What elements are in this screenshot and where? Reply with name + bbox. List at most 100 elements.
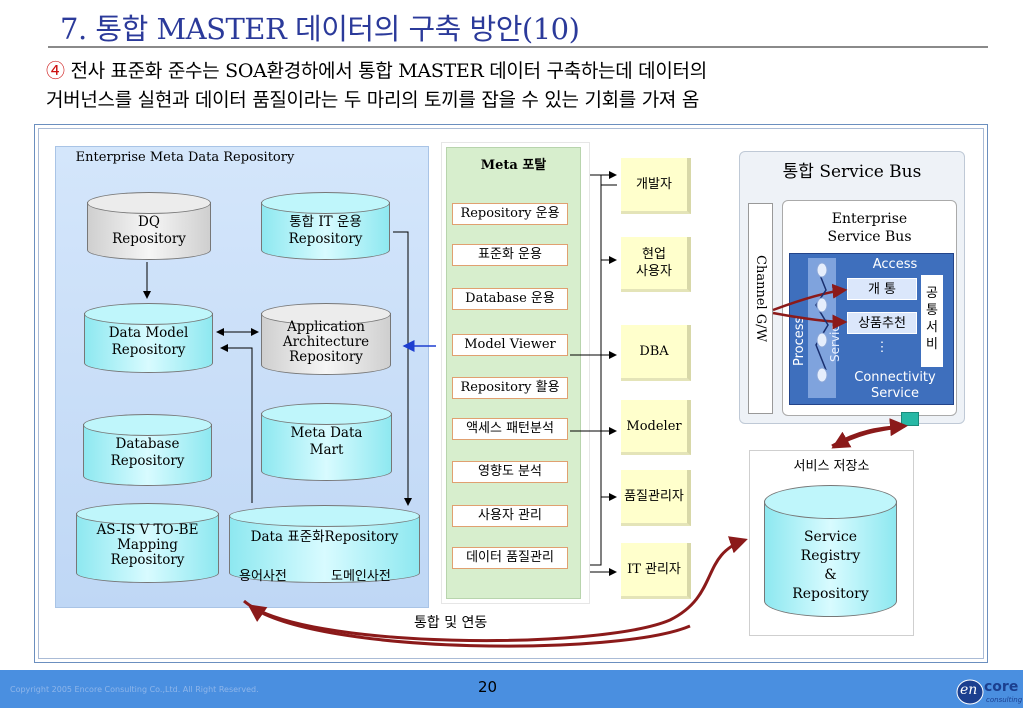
user-note-it-manager: IT 관리자 (621, 543, 691, 599)
term-dictionary-label: 용어사전 (239, 569, 287, 584)
registry-label-2: Registry (800, 548, 861, 564)
gateway-to-activation-arrow (772, 283, 848, 312)
std-to-model-arrow (220, 344, 253, 503)
user-note-dba: DBA (621, 325, 691, 381)
developer-label: 개발자 (636, 177, 672, 192)
channel-gateway-label: Channel G/W (753, 255, 768, 342)
subtitle-line-1: 전사 표준화 준수는 SOA환경하에서 통합 MASTER 데이터 구축하는데 … (64, 60, 707, 82)
quality-manager-label: 품질관리자 (624, 489, 684, 504)
encore-logo: en core consulting (956, 677, 1022, 707)
portal-menu-model-viewer[interactable]: Model Viewer (452, 334, 568, 356)
esb-title-2: Service Bus (827, 229, 912, 245)
logo-core: core (984, 679, 1019, 695)
registry-label-4: Repository (792, 586, 869, 602)
data-standardization-repository-cylinder: Data 표준화Repository 용어사전 도메인사전 (229, 505, 420, 584)
dq-label-2: Repository (112, 231, 186, 247)
common-char-2: 통 (926, 303, 938, 318)
portal-menu-repository-use[interactable]: Repository 활용 (452, 377, 568, 399)
registry-label-3: & (824, 567, 837, 583)
app-arch-label-1: Application (287, 319, 365, 335)
portal-menu-standardization-ops[interactable]: 표준화 운용 (452, 244, 568, 266)
common-service-box: 공 통 서 비 (921, 275, 943, 367)
meta-portal-outline (441, 142, 590, 604)
service-registry-cylinder: Service Registry & Repository (764, 485, 897, 617)
portal-menu-user-management[interactable]: 사용자 관리 (452, 505, 568, 527)
logo-sub: consulting (986, 696, 1023, 704)
common-char-3: 서 (926, 320, 938, 335)
page-title: 7. 통합 MASTER 데이터의 구축 방안(10) (60, 12, 580, 46)
user-note-developer: 개발자 (621, 158, 691, 214)
integration-label: 통합 및 연동 (414, 615, 488, 631)
integration-curve-back (247, 604, 691, 648)
footer-bar (0, 670, 1023, 708)
portal-trunk (590, 175, 602, 566)
portal-line-developer (590, 174, 617, 186)
channel-gateway-box (748, 203, 773, 414)
portal-menu-data-quality[interactable]: 데이터 품질관리 (452, 547, 568, 569)
service-product-recommend[interactable]: 상품추천 (847, 312, 917, 334)
portal-menu-database-ops[interactable]: Database 운용 (452, 288, 568, 310)
modeler-label: Modeler (626, 418, 682, 434)
it-ops-label-1: 통합 IT 운용 (289, 214, 362, 230)
logo-em: en (960, 682, 978, 698)
title-divider (48, 46, 988, 48)
process-flow-zigzag (815, 269, 829, 371)
itops-to-std-arrow (393, 231, 412, 506)
meta-mart-label-1: Meta Data (290, 425, 363, 441)
field-user-label-1: 현업 (642, 247, 666, 262)
service-more-dots: ⋮ (875, 340, 889, 355)
asis-label-1: AS-IS V TO-BE (96, 522, 199, 538)
meta-repository-title: Enterprise Meta Data Repository (75, 150, 295, 165)
diagram-frame-inner (38, 128, 984, 659)
bus-to-registry-arrow (831, 424, 906, 449)
meta-portal-title: Meta 포탈 (480, 158, 547, 173)
database-label-1: Database (115, 436, 180, 452)
gateway-to-recommend-arrow (772, 311, 848, 330)
meta-mart-label-2: Mart (309, 442, 344, 458)
it-manager-label: IT 관리자 (627, 562, 681, 577)
subtitle-line-2: 거버넌스를 실현과 데이터 품질이라는 두 마리의 토끼를 잡을 수 있는 기회… (46, 89, 699, 111)
app-arch-label-2: Architecture (282, 334, 370, 350)
connectivity-1: Connectivity (854, 370, 936, 385)
service-activation[interactable]: 개 통 (847, 278, 917, 300)
database-label-2: Repository (110, 453, 185, 469)
domain-dictionary-label: 도메인사전 (331, 569, 391, 584)
registry-label-1: Service (803, 529, 858, 545)
integration-curve (243, 536, 748, 643)
app-arch-label-3: Repository (289, 349, 363, 365)
std-repo-label: Data 표준화Repository (250, 529, 399, 545)
connectivity-2: Service (870, 386, 920, 401)
asis-label-3: Repository (110, 552, 185, 568)
field-user-label-2: 사용자 (636, 264, 672, 279)
portal-menu-impact-analysis[interactable]: 영향도 분석 (452, 461, 568, 483)
subtitle-number: ④ (46, 60, 65, 82)
access-label: Access (872, 257, 918, 272)
common-char-4: 비 (926, 337, 938, 352)
portal-menu-access-pattern[interactable]: 액세스 패턴분석 (452, 418, 568, 440)
portal-menu-repository-ops[interactable]: Repository 운용 (452, 203, 568, 225)
esb-title-1: Enterprise (831, 211, 908, 227)
common-char-1: 공 (926, 286, 938, 301)
dba-label: DBA (639, 344, 669, 359)
user-note-quality-manager: 품질관리자 (621, 470, 691, 526)
data-model-label-1: Data Model (108, 325, 189, 341)
data-model-label-2: Repository (111, 342, 186, 358)
page-subtitle: ④ 전사 표준화 준수는 SOA환경하에서 통합 MASTER 데이터 구축하는… (46, 57, 707, 115)
diagram-frame (34, 124, 988, 663)
service-bus-title: 통합 Service Bus (782, 162, 922, 182)
page-number: 20 (478, 678, 498, 696)
service-registry-title: 서비스 저장소 (793, 459, 870, 474)
dq-label-1: DQ (138, 214, 160, 230)
user-note-modeler: Modeler (621, 400, 691, 455)
